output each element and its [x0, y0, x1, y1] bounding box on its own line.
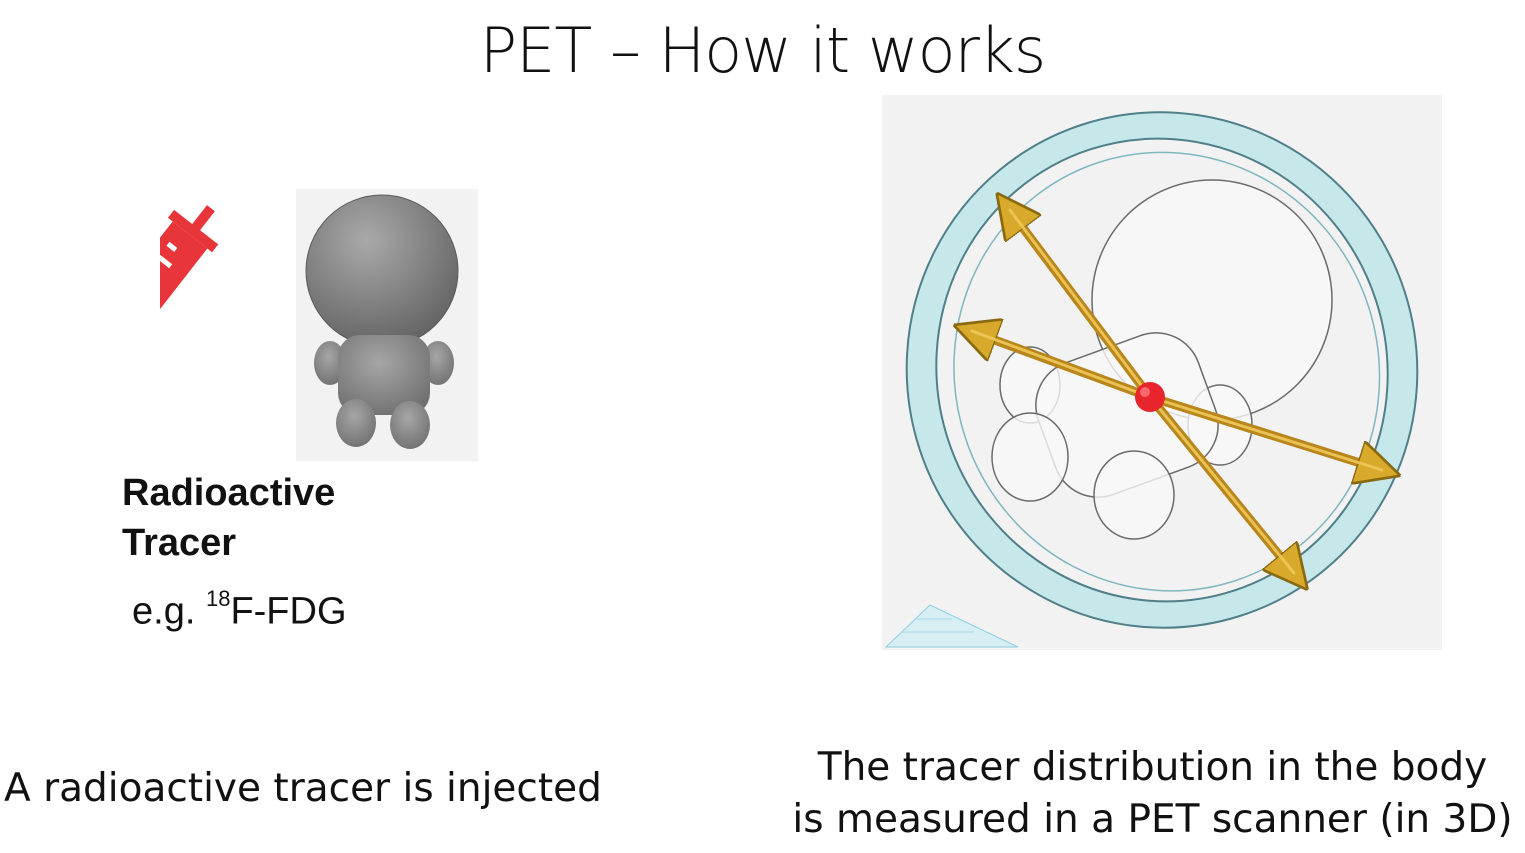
tracer-example: e.g. 18F-FDG — [132, 586, 347, 634]
injection-caption: A radioactive tracer is injected — [4, 766, 602, 811]
injection-figure — [160, 189, 478, 461]
scanner-caption-line1: The tracer distribution in the body — [817, 745, 1488, 790]
example-prefix: e.g. — [132, 590, 206, 633]
person-figure — [305, 194, 459, 449]
syringe-icon — [160, 205, 219, 322]
scanner-caption: The tracer distribution in the body is m… — [790, 742, 1515, 846]
isotope-mass-number: 18 — [205, 586, 231, 611]
annihilation-point — [1135, 382, 1165, 412]
tracer-label-line2: Tracer — [122, 522, 237, 564]
scanner-caption-line2: is measured in a PET scanner (in 3D) — [792, 797, 1513, 842]
slide-title: PET – How it works — [479, 14, 1046, 87]
pet-scanner-figure — [882, 95, 1442, 650]
tracer-label-line1: Radioactive — [122, 472, 336, 514]
tracer-label: Radioactive Tracer — [122, 468, 335, 568]
grid-floor — [884, 604, 1019, 648]
example-compound: F-FDG — [230, 590, 347, 633]
